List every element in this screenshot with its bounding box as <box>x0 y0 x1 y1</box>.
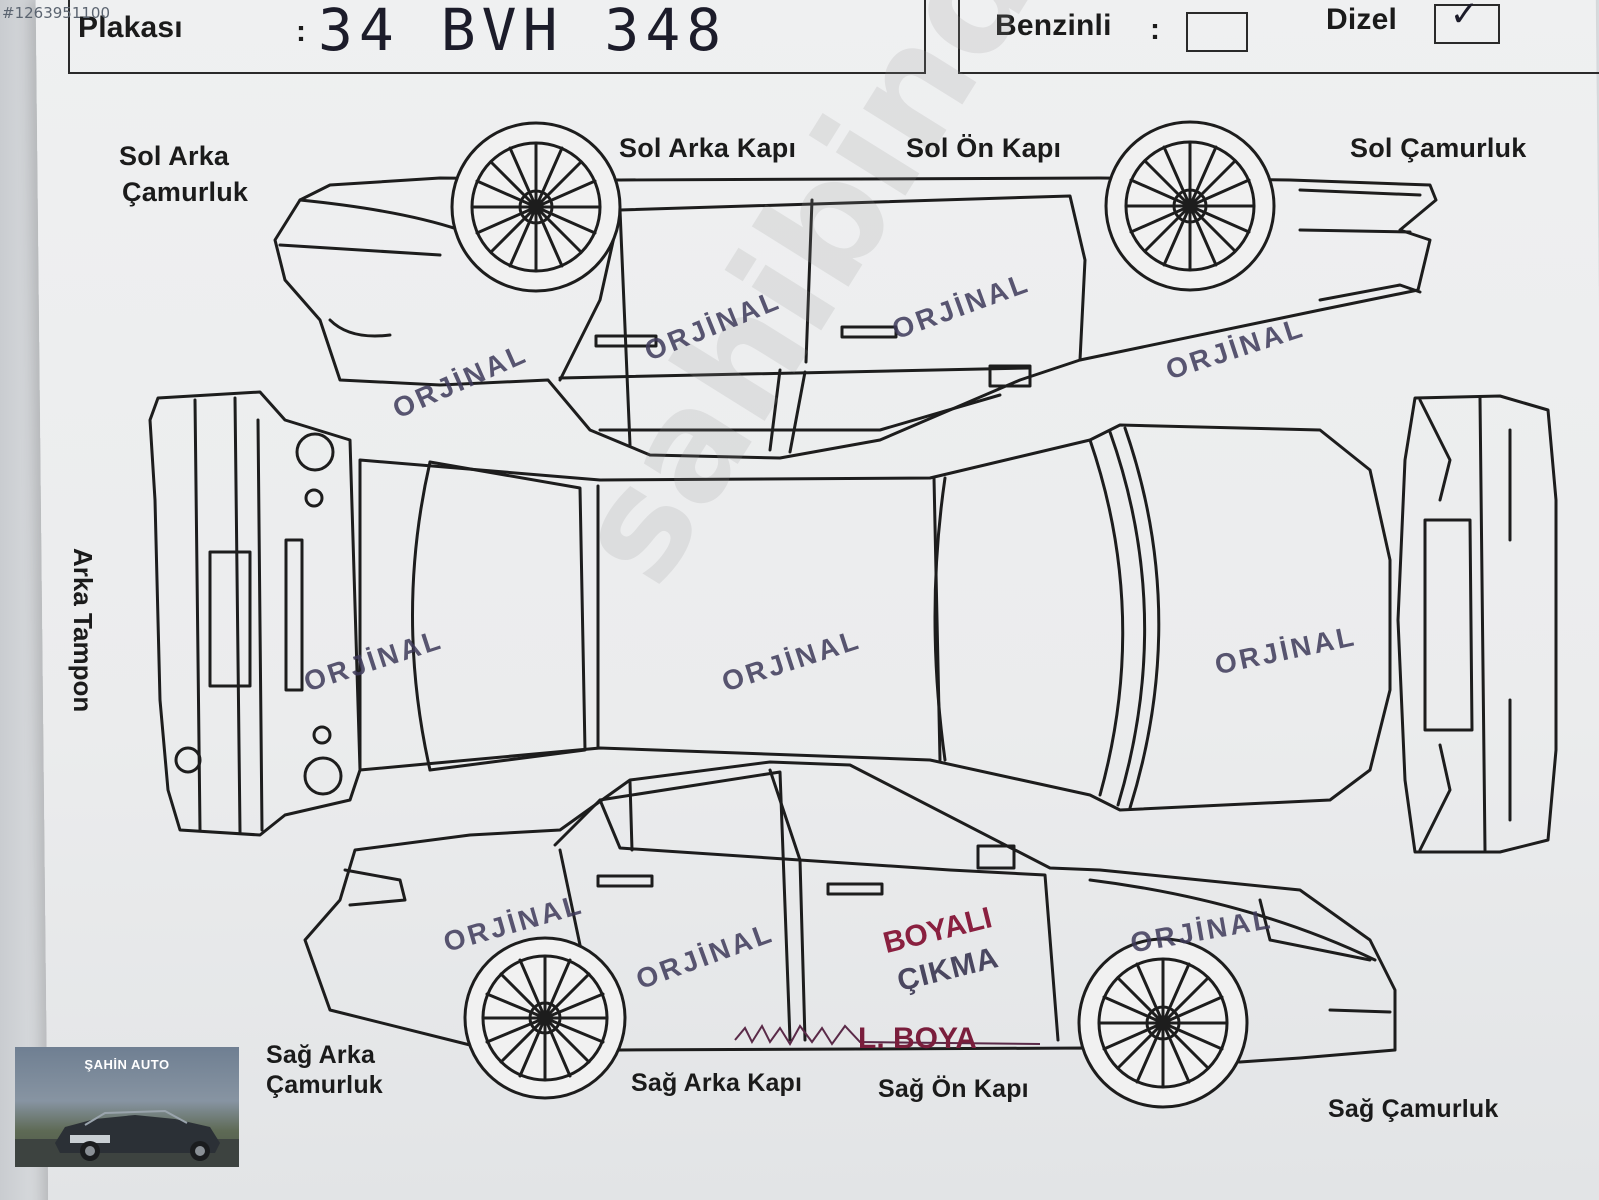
dizel-check-mark: ✓ <box>1452 0 1483 36</box>
label-sag-arka-camurluk-2: Çamurluk <box>266 1071 383 1099</box>
label-arka-tampon: Arka Tampon <box>68 548 98 713</box>
dealer-name: ŞAHİN AUTO <box>84 1057 170 1072</box>
dizel-label: Dizel <box>1326 3 1398 36</box>
label-sag-arka-camurluk-1: Sağ Arka <box>266 1041 376 1069</box>
front-view <box>1396 394 1558 854</box>
wheel-rear-right <box>463 936 627 1100</box>
wheel-rear-left <box>450 121 622 293</box>
fuel-box <box>958 0 1599 74</box>
label-sag-on-kapi: Sağ Ön Kapı <box>878 1075 1029 1103</box>
image-id: #1263951100 <box>2 4 111 22</box>
benzinli-label: Benzinli <box>995 9 1112 42</box>
label-sol-arka-kapi: Sol Arka Kapı <box>619 133 797 163</box>
dizel-checkbox <box>1434 4 1500 44</box>
top-view <box>358 423 1392 812</box>
left-side-view <box>273 176 1438 460</box>
label-sol-arka-camurluk-1: Sol Arka <box>119 141 230 171</box>
wheel-front-right <box>1077 937 1249 1109</box>
dealer-badge: ŞAHİN AUTO <box>15 1047 239 1167</box>
plate-colon: : <box>296 15 307 48</box>
wheel-front-left <box>1104 120 1276 292</box>
benzinli-checkbox <box>1186 12 1248 52</box>
label-sol-camurluk: Sol Çamurluk <box>1350 133 1527 163</box>
local-paint-scribble <box>734 1023 1041 1046</box>
stamp-lokal-boya: L. BOYA <box>858 1022 977 1055</box>
plate-box <box>68 0 926 74</box>
car-photo-icon <box>15 1109 239 1167</box>
plate-label: Plakası <box>78 11 183 44</box>
label-sag-arka-kapi: Sağ Arka Kapı <box>631 1069 803 1097</box>
label-sol-on-kapi: Sol Ön Kapı <box>906 133 1062 163</box>
rear-view <box>148 390 362 837</box>
label-sol-arka-camurluk-2: Çamurluk <box>122 177 249 207</box>
plate-value: 34 BVH 348 <box>318 0 728 64</box>
benzinli-colon: : <box>1150 13 1161 46</box>
label-sag-camurluk: Sağ Çamurluk <box>1328 1095 1499 1123</box>
